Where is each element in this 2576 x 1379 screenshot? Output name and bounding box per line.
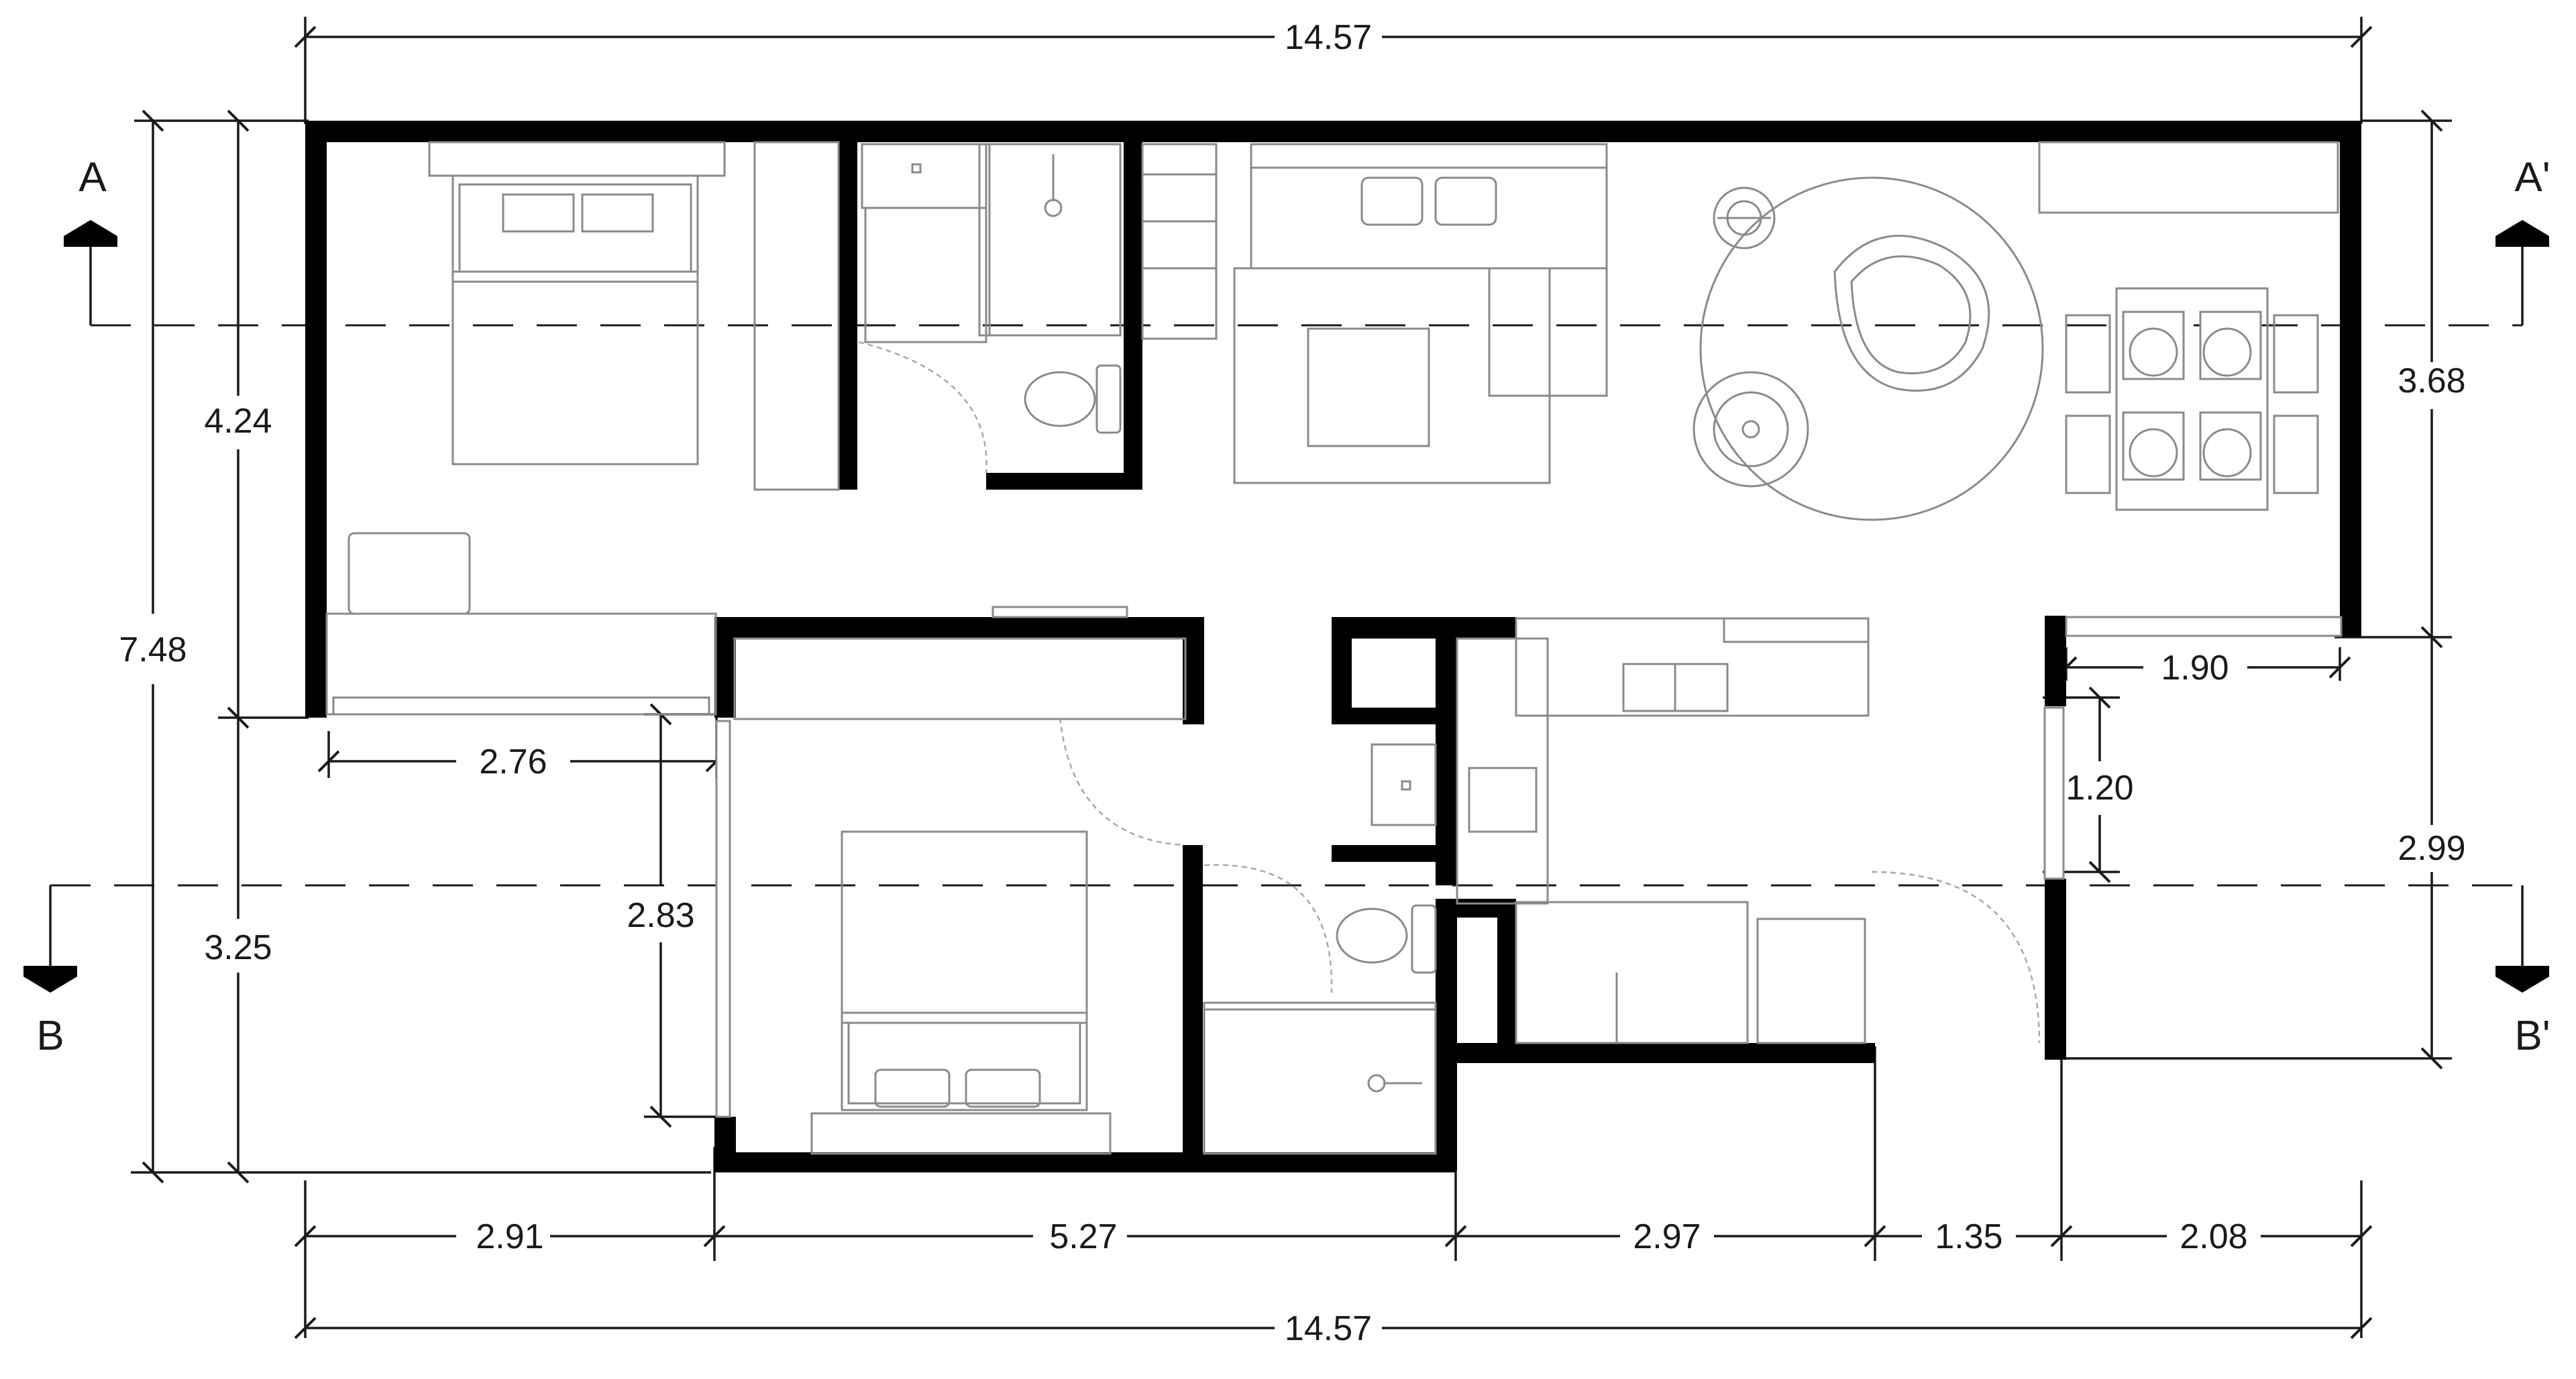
bean-bag xyxy=(1833,235,1990,392)
section-arrow-b-left xyxy=(23,966,77,993)
section-arrow-a-left xyxy=(64,220,117,247)
balcony-window xyxy=(2043,616,2343,880)
section-line-a xyxy=(89,238,2524,327)
shelving xyxy=(1141,143,1218,340)
dim-label-segment-5: 2.08 xyxy=(2180,1217,2247,1256)
dim-label-top-total: 14.57 xyxy=(1285,18,1372,57)
coffee-table xyxy=(1233,267,1551,484)
dining-table xyxy=(2065,287,2319,511)
section-label-b-left: B xyxy=(36,1013,64,1059)
dim-label-terrace-depth: 2.83 xyxy=(627,896,694,935)
dim-left-inner xyxy=(218,109,309,1184)
wardrobe-master xyxy=(753,141,840,491)
section-label-a-left: A xyxy=(78,154,107,201)
dim-label-bottom-total: 14.57 xyxy=(1285,1309,1372,1348)
armchair-round xyxy=(1693,371,1809,488)
section-label-b-right: B' xyxy=(2514,1013,2550,1059)
dim-label-right-lower: 2.99 xyxy=(2398,829,2465,868)
dim-left-total xyxy=(131,109,711,1184)
dim-label-left-total: 7.48 xyxy=(119,630,186,669)
console xyxy=(2038,141,2339,214)
section-arrow-a-right xyxy=(2496,220,2549,247)
section-arrow-b-right xyxy=(2496,966,2549,993)
dim-label-terrace-width: 2.76 xyxy=(479,742,547,781)
bathroom-1 xyxy=(858,143,1122,474)
section-label-a-right: A' xyxy=(2514,154,2550,201)
side-table xyxy=(1713,186,1776,250)
kitchen xyxy=(1456,617,2041,1044)
bathroom-2 xyxy=(1203,743,1437,1155)
walls xyxy=(305,121,2361,1172)
section-line-b xyxy=(49,884,2524,969)
dim-label-balcony-width: 1.90 xyxy=(2161,649,2229,687)
dim-top-total xyxy=(294,17,2373,124)
desk-master xyxy=(325,532,1128,716)
dim-label-segment-3: 2.97 xyxy=(1633,1217,1701,1256)
dim-bottom-segments xyxy=(294,1046,2373,1338)
dim-label-right-upper: 3.68 xyxy=(2398,362,2465,400)
bed-master xyxy=(428,141,726,465)
round-rug xyxy=(1699,176,2044,521)
dim-right xyxy=(2059,109,2452,1070)
dim-label-segment-4: 1.35 xyxy=(1935,1217,2002,1256)
dim-label-left-upper: 4.24 xyxy=(204,402,272,441)
dim-label-balcony-opening: 1.20 xyxy=(2065,769,2133,808)
dim-bottom-total xyxy=(294,1317,2373,1339)
dim-label-segment-2: 5.27 xyxy=(1049,1217,1117,1256)
dim-label-segment-1: 2.91 xyxy=(476,1217,543,1256)
bed-second xyxy=(715,637,1187,1155)
dim-label-left-lower: 3.25 xyxy=(204,928,272,967)
